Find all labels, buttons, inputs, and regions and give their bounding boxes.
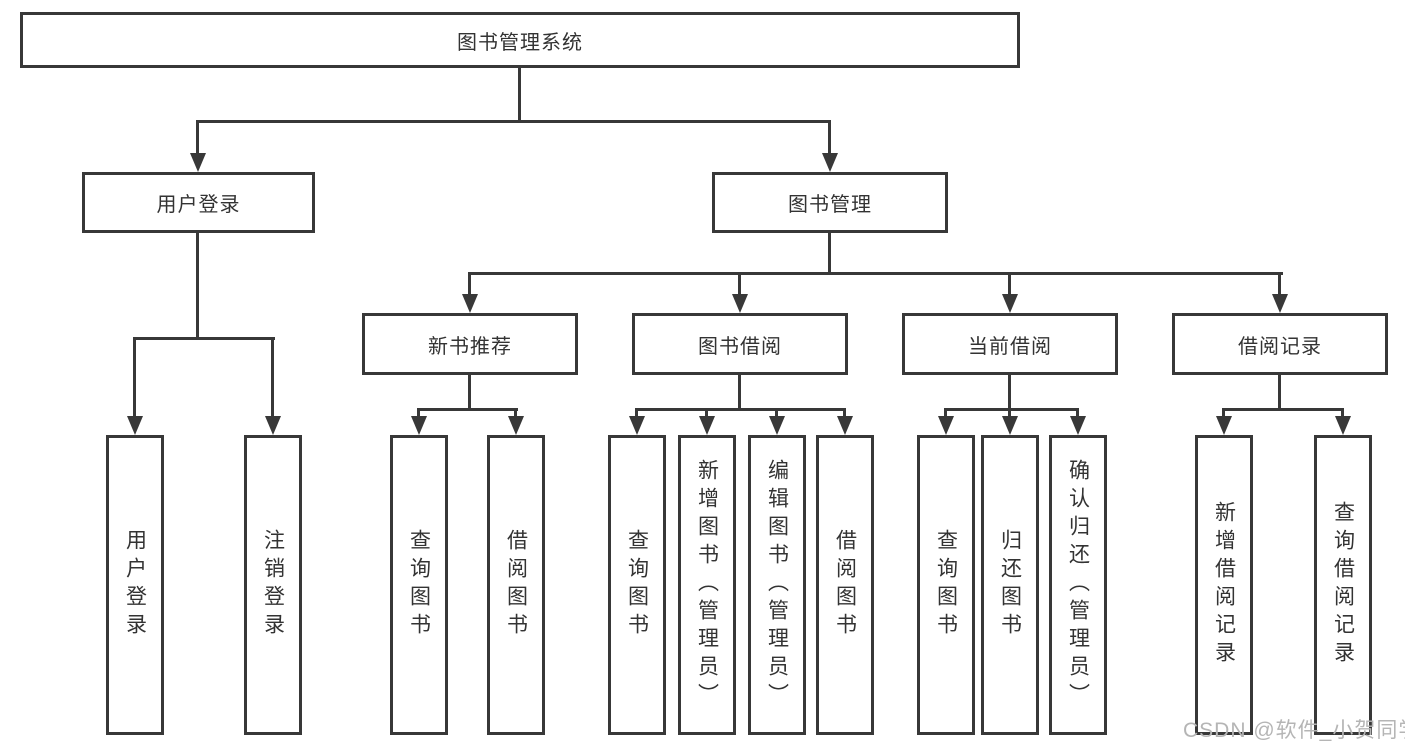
connector-line (417, 408, 420, 416)
connector-line (133, 337, 136, 416)
leaf-confirm-return-admin: 确认归还（管理员） (1049, 435, 1107, 735)
connector-line (738, 375, 741, 408)
connector-line (1076, 408, 1079, 416)
node-new-book-recommend: 新书推荐 (362, 313, 578, 375)
leaf-logout: 注销登录 (244, 435, 302, 735)
connector-line (417, 408, 518, 411)
connector-line (133, 337, 275, 340)
arrowhead-down-icon (1070, 416, 1086, 435)
leaf-borrow-books-recommend: 借阅图书 (487, 435, 545, 735)
connector-line (828, 233, 831, 272)
node-root: 图书管理系统 (20, 12, 1020, 68)
leaf-query-books-current: 查询图书 (917, 435, 975, 735)
arrowhead-down-icon (1002, 416, 1018, 435)
arrowhead-down-icon (190, 153, 206, 172)
connector-line (468, 272, 1283, 275)
connector-line (1008, 375, 1011, 408)
leaf-query-books-borrow: 查询图书 (608, 435, 666, 735)
connector-line (271, 337, 274, 416)
connector-line (1278, 375, 1281, 408)
arrowhead-down-icon (411, 416, 427, 435)
connector-line (635, 408, 638, 416)
leaf-return-book: 归还图书 (981, 435, 1039, 735)
connector-line (1008, 272, 1011, 294)
arrowhead-down-icon (508, 416, 524, 435)
connector-line (196, 233, 199, 337)
node-borrow-records: 借阅记录 (1172, 313, 1388, 375)
connector-line (944, 408, 1079, 411)
arrowhead-down-icon (1216, 416, 1232, 435)
connector-line (1341, 408, 1344, 416)
arrowhead-down-icon (1272, 294, 1288, 313)
leaf-query-books-recommend: 查询图书 (390, 435, 448, 735)
leaf-borrow-books-borrow: 借阅图书 (816, 435, 874, 735)
arrowhead-down-icon (822, 153, 838, 172)
arrowhead-down-icon (265, 416, 281, 435)
connector-line (705, 408, 708, 416)
connector-line (1222, 408, 1225, 416)
connector-line (828, 120, 831, 153)
arrowhead-down-icon (462, 294, 478, 313)
leaf-edit-book-admin: 编辑图书（管理员） (748, 435, 806, 735)
connector-line (738, 272, 741, 294)
connector-line (468, 375, 471, 408)
connector-line (518, 68, 521, 120)
connector-line (944, 408, 947, 416)
watermark-text: CSDN @软件_小贺同学 (1183, 719, 1405, 742)
connector-line (635, 408, 846, 411)
leaf-add-borrow-record: 新增借阅记录 (1195, 435, 1253, 735)
connector-line (1222, 408, 1344, 411)
arrowhead-down-icon (732, 294, 748, 313)
connector-line (843, 408, 846, 416)
connector-line (196, 120, 199, 153)
arrowhead-down-icon (769, 416, 785, 435)
connector-line (197, 120, 831, 123)
connector-line (775, 408, 778, 416)
node-book-borrow: 图书借阅 (632, 313, 848, 375)
connector-line (1278, 272, 1281, 294)
leaf-query-borrow-record: 查询借阅记录 (1314, 435, 1372, 735)
connector-line (468, 272, 471, 294)
arrowhead-down-icon (837, 416, 853, 435)
node-user-login: 用户登录 (82, 172, 315, 233)
node-book-management: 图书管理 (712, 172, 948, 233)
arrowhead-down-icon (127, 416, 143, 435)
arrowhead-down-icon (1335, 416, 1351, 435)
leaf-add-book-admin: 新增图书（管理员） (678, 435, 736, 735)
arrowhead-down-icon (1002, 294, 1018, 313)
connector-line (514, 408, 517, 416)
arrowhead-down-icon (629, 416, 645, 435)
leaf-user-login: 用户登录 (106, 435, 164, 735)
node-current-borrow: 当前借阅 (902, 313, 1118, 375)
arrowhead-down-icon (699, 416, 715, 435)
arrowhead-down-icon (938, 416, 954, 435)
connector-line (1008, 408, 1011, 416)
